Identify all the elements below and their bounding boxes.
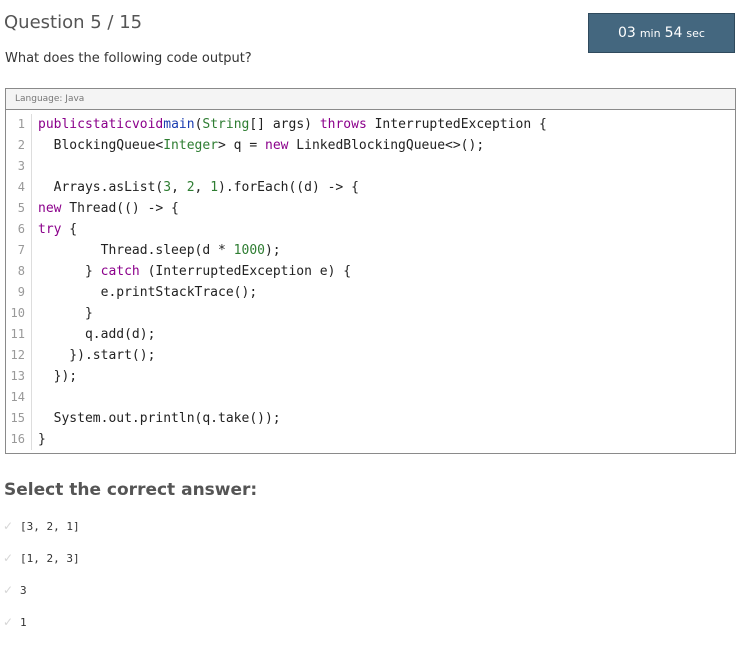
code-line: 10 } [6, 303, 735, 324]
code-line: 2 BlockingQueue<Integer> q = new LinkedB… [6, 135, 735, 156]
question-counter: Question 5 / 15 [4, 12, 143, 33]
answer-option-text: [3, 2, 1] [20, 519, 80, 533]
code-line: 9 e.printStackTrace(); [6, 282, 735, 303]
code-line: 14 [6, 387, 735, 408]
timer-sec-unit: sec [686, 26, 705, 40]
check-icon: ✓ [2, 615, 14, 629]
code-line: 13 }); [6, 366, 735, 387]
code-line: 6 try { [6, 219, 735, 240]
code-line: 5 new Thread(() -> { [6, 198, 735, 219]
code-line: 12 }).start(); [6, 345, 735, 366]
countdown-timer: 03 min 54 sec [588, 13, 735, 53]
line-number: 5 [6, 198, 32, 219]
code-line: 7 Thread.sleep(d * 1000); [6, 240, 735, 261]
line-number: 2 [6, 135, 32, 156]
answer-section-label: Select the correct answer: [4, 480, 258, 500]
line-number: 14 [6, 387, 32, 408]
code-line: 4 Arrays.asList(3, 2, 1).forEach((d) -> … [6, 177, 735, 198]
line-number: 4 [6, 177, 32, 198]
answer-option-text: 3 [20, 583, 27, 597]
line-number: 16 [6, 429, 32, 450]
code-line: 8 } catch (InterruptedException e) { [6, 261, 735, 282]
line-number: 7 [6, 240, 32, 261]
code-line: 16} [6, 429, 735, 450]
question-prompt: What does the following code output? [5, 51, 252, 66]
code-line: 3 [6, 156, 735, 177]
line-number: 8 [6, 261, 32, 282]
check-icon: ✓ [2, 551, 14, 565]
line-number: 12 [6, 345, 32, 366]
code-line: 15 System.out.println(q.take()); [6, 408, 735, 429]
line-number: 11 [6, 324, 32, 345]
line-number: 13 [6, 366, 32, 387]
line-number: 3 [6, 156, 32, 177]
answer-option-4[interactable]: ✓ 1 [0, 611, 27, 633]
answer-option-text: 1 [20, 615, 27, 629]
code-language-label: Language: Java [6, 89, 735, 110]
line-number: 10 [6, 303, 32, 324]
answer-option-1[interactable]: ✓ [3, 2, 1] [0, 515, 80, 537]
line-number: 9 [6, 282, 32, 303]
code-line: 11 q.add(d); [6, 324, 735, 345]
line-number: 6 [6, 219, 32, 240]
timer-minutes: 03 [618, 25, 636, 41]
line-number: 1 [6, 114, 32, 135]
check-icon: ✓ [2, 583, 14, 597]
check-icon: ✓ [2, 519, 14, 533]
line-number: 15 [6, 408, 32, 429]
answer-option-text: [1, 2, 3] [20, 551, 80, 565]
answer-option-2[interactable]: ✓ [1, 2, 3] [0, 547, 80, 569]
timer-seconds: 54 [664, 25, 683, 41]
timer-min-unit: min [639, 26, 661, 40]
answer-option-3[interactable]: ✓ 3 [0, 579, 27, 601]
